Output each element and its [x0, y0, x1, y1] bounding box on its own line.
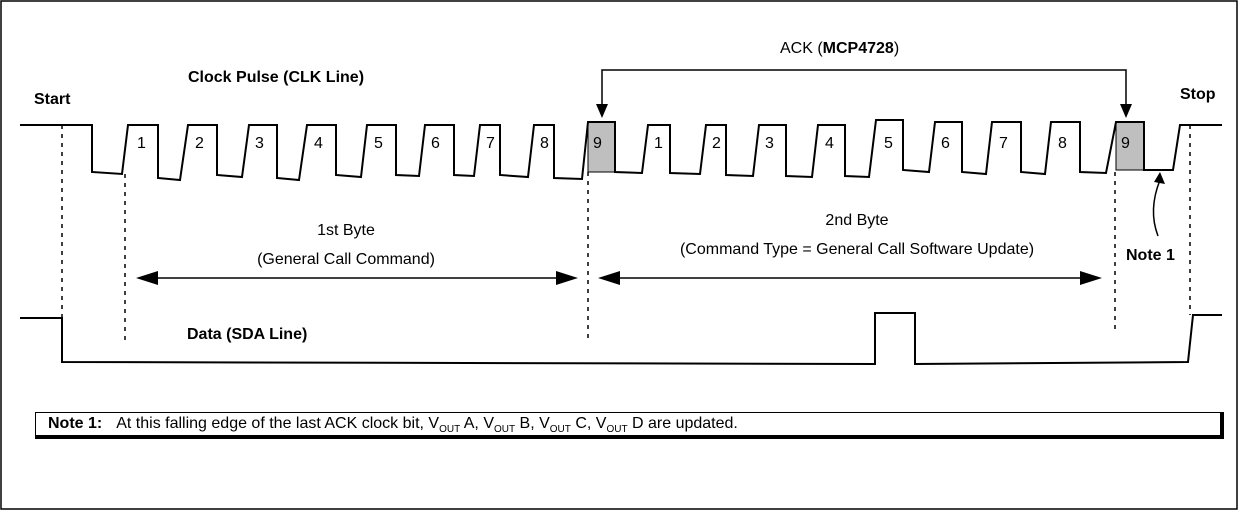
vout-sub-b: OUT	[493, 424, 516, 436]
ack-label-chip: MCP4728	[823, 40, 894, 57]
clock-bit-7b: 7	[999, 135, 1008, 152]
clock-bit-9b-ack: 9	[1121, 135, 1130, 152]
ack-label: ACK (MCP4728)	[780, 40, 899, 57]
clock-bit-4b: 4	[825, 135, 834, 152]
clock-bit-5b: 5	[884, 135, 893, 152]
clock-bit-2: 2	[195, 135, 204, 152]
byte1-arrowhead-left	[136, 271, 158, 285]
vout-sub-c: OUT	[549, 424, 571, 436]
byte2-arrowhead-left	[598, 271, 620, 285]
data-waveform	[20, 312, 1222, 366]
note-text-a: A, V	[460, 415, 494, 432]
note-pointer-arrowhead	[1154, 172, 1165, 184]
clock-bit-2b: 2	[712, 135, 721, 152]
clock-bit-8: 8	[540, 135, 549, 152]
ack-arrowhead-right	[1120, 104, 1132, 118]
start-label: Start	[34, 91, 71, 108]
clock-bit-1b: 1	[654, 135, 663, 152]
clock-bit-5: 5	[374, 135, 383, 152]
clock-bit-3: 3	[255, 135, 264, 152]
byte2-description: (Command Type = General Call Software Up…	[680, 241, 1034, 258]
byte1-arrowhead-right	[556, 271, 578, 285]
clock-bit-8b: 8	[1058, 135, 1067, 152]
ack-label-prefix: ACK (	[780, 40, 823, 57]
stop-label: Stop	[1180, 86, 1216, 103]
clock-bit-3b: 3	[765, 135, 774, 152]
clock-bit-6b: 6	[941, 135, 950, 152]
note-box: Note 1: At this falling edge of the last …	[35, 412, 1224, 439]
clock-bit-1: 1	[137, 135, 146, 152]
clock-bit-4: 4	[314, 135, 323, 152]
vout-sub-a: OUT	[439, 424, 461, 436]
clock-bit-numbers: 1 2 3 4 5 6 7 8 9 1 2 3 4 5 6 7 8 9	[137, 135, 1130, 152]
ack-shade-2	[1115, 121, 1145, 171]
data-line-title: Data (SDA Line)	[187, 326, 307, 343]
note-1-reference: Note 1	[1126, 247, 1175, 264]
ack-bracket	[601, 69, 1127, 104]
note-text-c: C, V	[570, 415, 607, 432]
note-label: Note 1:	[48, 415, 103, 432]
note-text-b: B, V	[515, 415, 550, 432]
clock-bit-6: 6	[431, 135, 440, 152]
ack-arrowhead-left	[596, 104, 608, 118]
clock-waveform	[20, 119, 1222, 182]
note-text-d: D are updated.	[627, 415, 738, 432]
clock-bit-7: 7	[486, 135, 495, 152]
vout-sub-d: OUT	[606, 424, 628, 436]
clock-line-title: Clock Pulse (CLK Line)	[188, 69, 364, 86]
note-pointer-arrow	[1152, 179, 1161, 237]
byte1-description: (General Call Command)	[257, 251, 435, 268]
ack-label-suffix: )	[894, 40, 899, 57]
byte2-arrowhead-right	[1080, 271, 1102, 285]
byte1-title: 1st Byte	[317, 222, 375, 239]
clock-bit-9-ack: 9	[593, 135, 602, 152]
byte2-title: 2nd Byte	[825, 212, 888, 229]
note-text-1: At this falling edge of the last ACK clo…	[116, 415, 440, 432]
